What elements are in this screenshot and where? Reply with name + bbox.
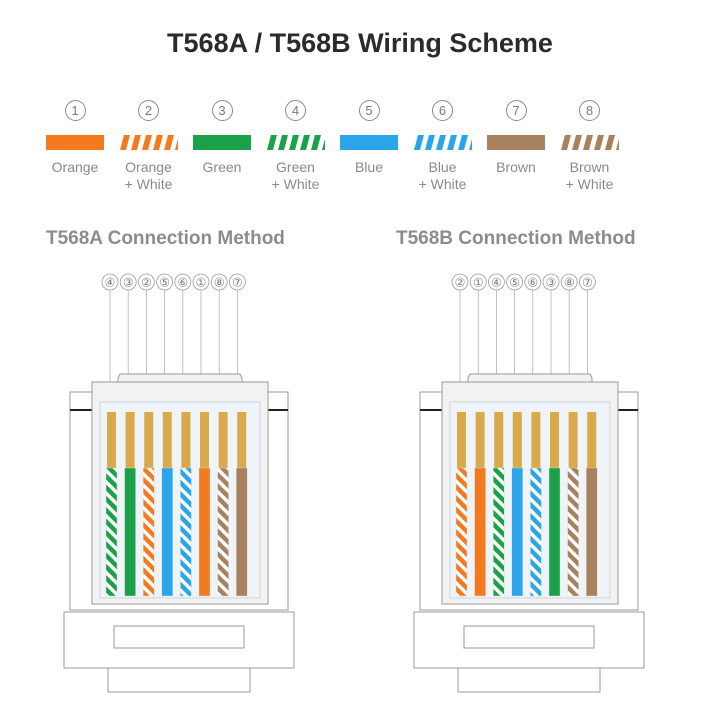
legend-swatch xyxy=(119,135,178,150)
svg-text:⑤: ⑤ xyxy=(509,276,520,290)
svg-text:③: ③ xyxy=(546,276,557,290)
svg-text:②: ② xyxy=(141,276,152,290)
t568a-section-title: T568A Connection Method xyxy=(46,228,285,249)
svg-text:④: ④ xyxy=(491,276,502,290)
pin-label: ① xyxy=(469,273,487,291)
wire xyxy=(474,412,486,597)
wire xyxy=(180,412,192,597)
svg-text:④: ④ xyxy=(105,276,116,290)
svg-text:②: ② xyxy=(455,276,466,290)
svg-text:⑧: ⑧ xyxy=(564,276,575,290)
legend-swatch xyxy=(487,135,545,150)
legend-label-line1: Brown xyxy=(496,159,536,175)
wire xyxy=(511,412,523,597)
legend-swatch xyxy=(266,135,325,150)
wire xyxy=(530,412,542,597)
legend-number: 7 xyxy=(505,100,527,121)
legend-swatch xyxy=(46,135,104,150)
pin-label: ⑤ xyxy=(156,273,174,291)
svg-text:③: ③ xyxy=(123,276,134,290)
pin-label: ② xyxy=(137,273,155,291)
legend-label-line2: + White xyxy=(565,176,614,192)
wire xyxy=(548,412,561,597)
wire xyxy=(493,412,505,597)
legend-label-line2: + White xyxy=(124,176,173,192)
wire xyxy=(455,412,468,597)
wire xyxy=(105,412,118,597)
pin-label: ③ xyxy=(119,273,137,291)
legend-label-line2: + White xyxy=(418,176,467,192)
legend-number: 2 xyxy=(138,100,159,121)
wire xyxy=(142,412,155,597)
svg-text:①: ① xyxy=(473,276,484,290)
legend-label-line2: + White xyxy=(271,176,320,192)
pin-label: ⑤ xyxy=(506,273,523,291)
legend-label-line1: Brown xyxy=(569,159,610,175)
legend-number: 8 xyxy=(579,100,600,121)
legend-swatch xyxy=(340,135,398,150)
svg-text:⑧: ⑧ xyxy=(214,276,225,290)
svg-text:⑦: ⑦ xyxy=(582,276,593,290)
wire xyxy=(124,412,136,597)
svg-text:⑦: ⑦ xyxy=(232,276,243,290)
legend-label: Blue+ White xyxy=(398,159,488,193)
pin-label: ⑦ xyxy=(579,273,596,291)
legend-number: 6 xyxy=(432,100,453,121)
wire xyxy=(161,412,174,597)
pin-label: ⑥ xyxy=(174,273,192,291)
legend-label: Green+ White xyxy=(251,159,341,193)
wire xyxy=(217,412,229,597)
svg-text:⑥: ⑥ xyxy=(177,276,188,290)
legend-swatch xyxy=(193,135,251,150)
wire xyxy=(198,412,211,597)
t568b-section-title: T568B Connection Method xyxy=(396,228,636,249)
svg-text:⑥: ⑥ xyxy=(527,276,538,290)
pin-label: ⑧ xyxy=(210,273,228,291)
legend-label: Orange xyxy=(30,159,120,176)
pin-label: ④ xyxy=(487,273,505,291)
legend-swatch xyxy=(560,135,619,150)
legend-number: 4 xyxy=(285,100,306,121)
pin-label: ⑥ xyxy=(524,273,542,291)
legend-label-line1: Green xyxy=(202,159,242,175)
legend-label-line1: Blue xyxy=(428,159,457,175)
legend-label-line1: Blue xyxy=(354,159,384,175)
wire xyxy=(586,412,598,597)
legend-swatch xyxy=(413,135,472,150)
wire xyxy=(235,412,248,597)
pin-label: ① xyxy=(192,273,210,291)
pin-label: ③ xyxy=(542,273,560,291)
legend-label: Brown xyxy=(471,159,561,176)
wire xyxy=(567,412,579,597)
legend-label-line1: Green xyxy=(276,159,315,175)
legend-label: Orange+ White xyxy=(104,159,194,193)
svg-text:⑤: ⑤ xyxy=(159,276,170,290)
legend-number: 1 xyxy=(64,100,86,121)
svg-text:①: ① xyxy=(196,276,207,290)
page-title: T568A / T568B Wiring Scheme xyxy=(167,28,553,58)
legend-number: 3 xyxy=(211,100,233,121)
legend-number: 5 xyxy=(358,100,380,121)
legend-label: Green xyxy=(177,159,267,176)
pin-label: ⑧ xyxy=(560,273,578,291)
legend-label-line1: Orange xyxy=(125,159,172,175)
pin-label: ⑦ xyxy=(228,273,246,291)
pin-label: ② xyxy=(451,273,469,291)
legend-label: Brown+ White xyxy=(545,159,635,193)
pin-label: ④ xyxy=(101,273,119,291)
legend-label: Blue xyxy=(324,159,414,176)
legend-label-line1: Orange xyxy=(51,159,99,175)
